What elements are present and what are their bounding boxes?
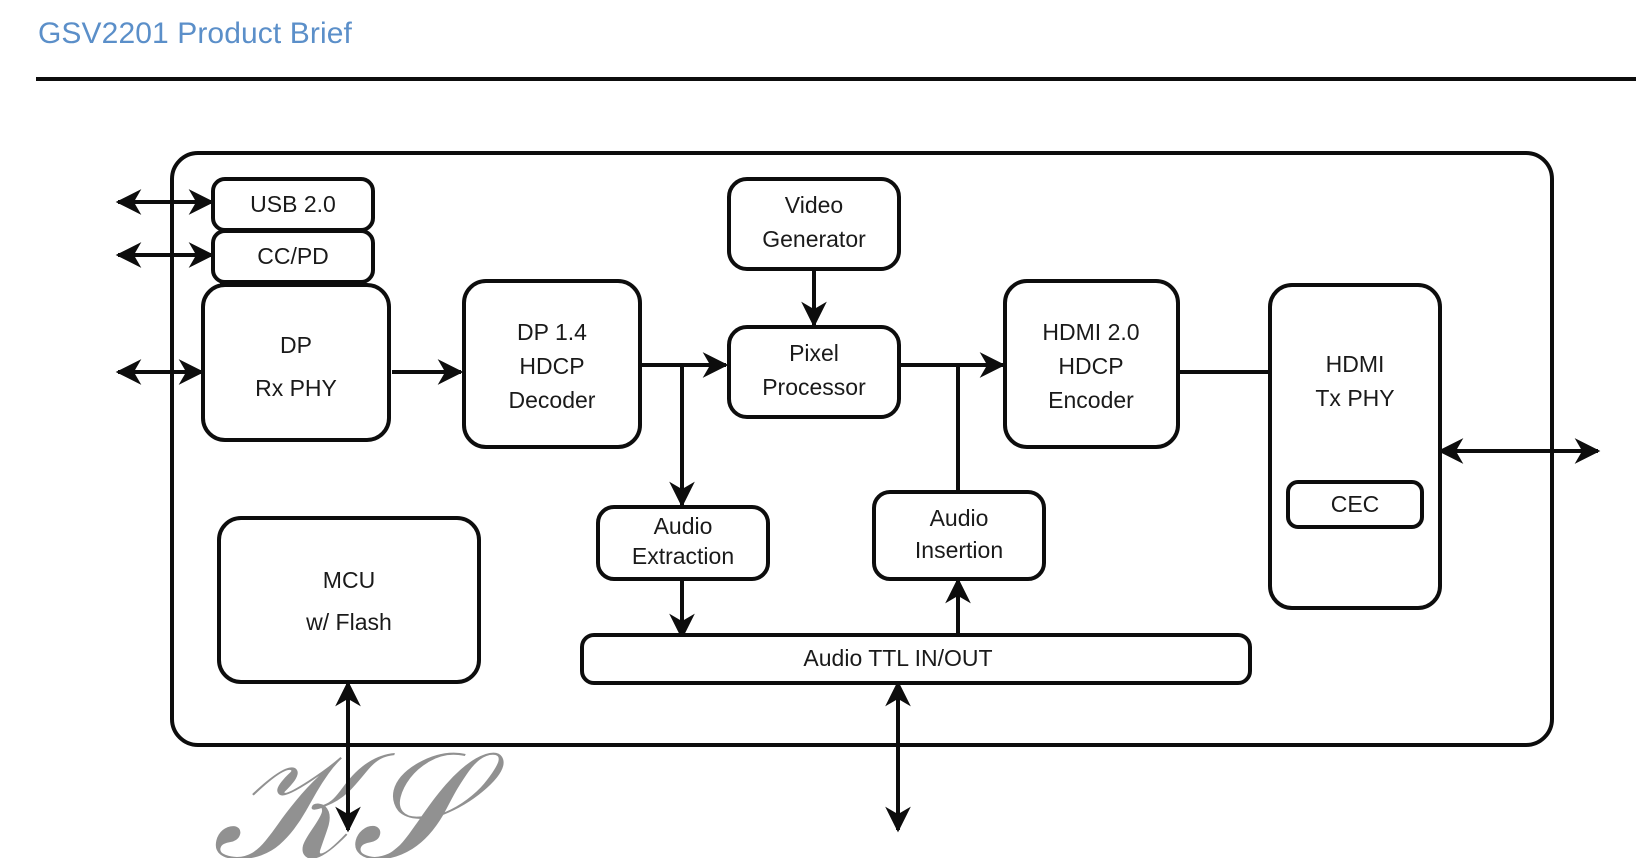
block-hdmi-encoder[interactable]: HDMI 2.0 HDCP Encoder xyxy=(1003,279,1180,449)
block-cc-pd-rect xyxy=(211,229,375,284)
block-cc-pd-label: CC/PD xyxy=(257,243,329,269)
page-title: GSV2201 Product Brief xyxy=(38,17,352,50)
block-video-generator-rect xyxy=(727,177,901,271)
block-pixel-processor-rect xyxy=(727,325,901,419)
block-audio-ttl[interactable]: Audio TTL IN/OUT xyxy=(580,633,1252,685)
block-pixel-processor[interactable]: Pixel Processor xyxy=(727,325,901,419)
block-hdmi-tx-phy-rect xyxy=(1268,283,1442,610)
block-dp-decoder-label-line2: HDCP xyxy=(519,353,584,379)
block-hdmi-tx-phy-label-line1: HDMI xyxy=(1326,351,1385,377)
block-video-generator[interactable]: Video Generator xyxy=(727,177,901,271)
block-cec-label: CEC xyxy=(1331,491,1380,517)
block-audio-extraction-label-line1: Audio xyxy=(654,513,713,539)
block-audio-extraction[interactable]: Audio Extraction xyxy=(596,505,770,581)
block-mcu-rect xyxy=(217,516,481,684)
block-pixel-processor-label-line1: Pixel xyxy=(789,340,839,366)
block-dp-rx-phy-label-line1: DP xyxy=(280,332,312,358)
block-hdmi-encoder-label-line3: Encoder xyxy=(1048,387,1134,413)
block-dp-decoder-label-line3: Decoder xyxy=(509,387,596,413)
block-hdmi-encoder-label-line2: HDCP xyxy=(1058,353,1123,379)
block-audio-insertion-label-line1: Audio xyxy=(930,505,989,531)
block-audio-ttl-rect xyxy=(580,633,1252,685)
block-audio-extraction-rect xyxy=(596,505,770,581)
block-audio-insertion-rect xyxy=(872,490,1046,581)
block-video-generator-label-line2: Generator xyxy=(762,226,866,252)
block-audio-insertion[interactable]: Audio Insertion xyxy=(872,490,1046,581)
block-hdmi-tx-phy-label-line2: Tx PHY xyxy=(1315,385,1394,411)
block-usb-2-0-label: USB 2.0 xyxy=(250,191,336,217)
block-mcu-label-line1: MCU xyxy=(323,567,375,593)
block-dp-rx-phy-rect xyxy=(201,283,391,442)
block-hdmi-tx-phy[interactable]: HDMI Tx PHY CEC xyxy=(1268,283,1442,610)
block-video-generator-label-line1: Video xyxy=(785,192,843,218)
block-dp-decoder-label-line1: DP 1.4 xyxy=(517,319,587,345)
block-pixel-processor-label-line2: Processor xyxy=(762,374,866,400)
block-mcu[interactable]: MCU w/ Flash xyxy=(217,516,481,684)
block-cc-pd[interactable]: CC/PD xyxy=(211,229,375,284)
block-cec[interactable]: CEC xyxy=(1286,480,1424,529)
block-cec-rect xyxy=(1286,480,1424,529)
block-dp-rx-phy-label-line2: Rx PHY xyxy=(255,375,337,401)
block-hdmi-encoder-rect xyxy=(1003,279,1180,449)
header-divider xyxy=(36,77,1636,81)
block-audio-ttl-label: Audio TTL IN/OUT xyxy=(803,645,992,671)
block-mcu-label-line2: w/ Flash xyxy=(305,609,392,635)
block-usb-2-0[interactable]: USB 2.0 xyxy=(211,177,375,232)
document-header: GSV2201 Product Brief xyxy=(0,0,1645,81)
block-audio-extraction-label-line2: Extraction xyxy=(632,543,734,569)
block-dp-decoder-rect xyxy=(462,279,642,449)
block-dp-decoder[interactable]: DP 1.4 HDCP Decoder xyxy=(462,279,642,449)
block-audio-insertion-label-line2: Insertion xyxy=(915,537,1003,563)
block-dp-rx-phy[interactable]: DP Rx PHY xyxy=(201,283,391,442)
block-hdmi-encoder-label-line1: HDMI 2.0 xyxy=(1042,319,1139,345)
